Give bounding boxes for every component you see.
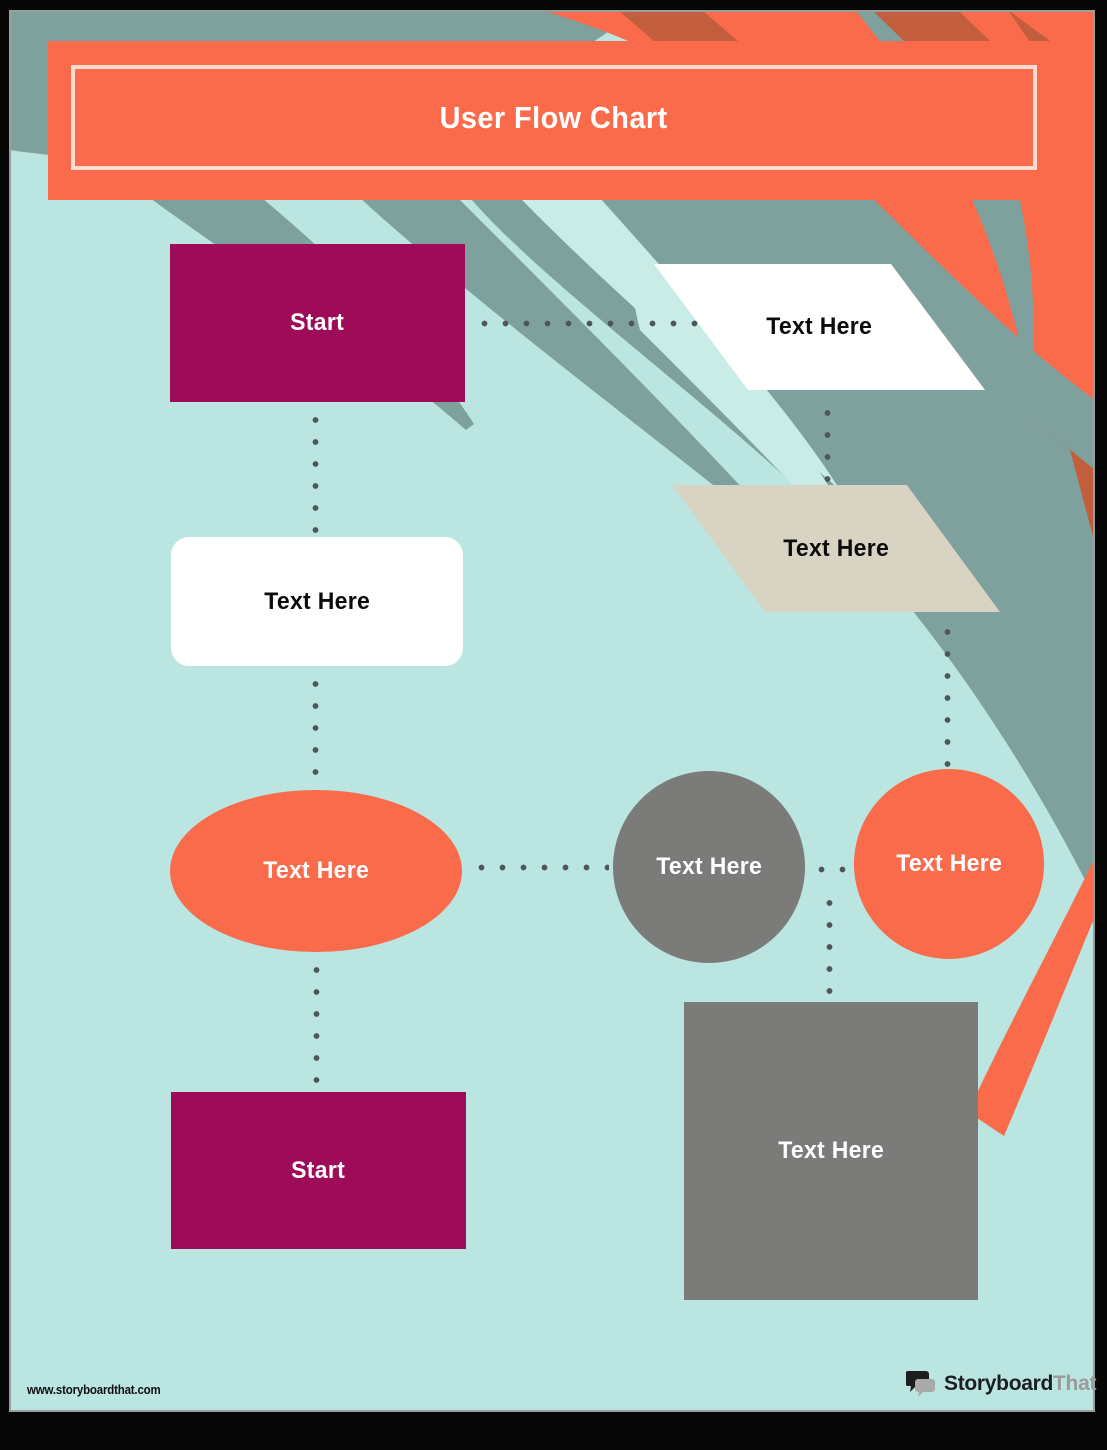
- connector-start-to-process: [312, 405, 319, 535]
- page-title: User Flow Chart: [439, 99, 669, 135]
- connector-ellipse-to-circle: [467, 864, 609, 871]
- node-label: Start: [291, 1156, 346, 1184]
- connector-process-to-ellipse: [312, 669, 319, 787]
- node-circle-orange[interactable]: Text Here: [854, 769, 1044, 959]
- node-circle-gray[interactable]: Text Here: [613, 771, 805, 963]
- logo-text-primary: Storyboard: [944, 1372, 1054, 1395]
- node-label: Start: [290, 309, 345, 336]
- title-banner: User Flow Chart: [71, 65, 1037, 170]
- node-ellipse[interactable]: Text Here: [170, 790, 462, 952]
- node-label: Text Here: [783, 534, 889, 562]
- connector-io-to-circle: [944, 617, 951, 767]
- node-label: Text Here: [263, 857, 369, 884]
- node-label: Text Here: [264, 587, 370, 615]
- node-start-bottom[interactable]: Start: [171, 1092, 466, 1249]
- node-start-top[interactable]: Start: [170, 244, 465, 402]
- connector-io-to-io: [824, 398, 831, 483]
- node-label: Text Here: [778, 1137, 884, 1164]
- connector-start-to-io: [470, 320, 702, 327]
- connector-circle-to-square: [826, 888, 833, 1000]
- logo-text-secondary: That: [1053, 1372, 1097, 1395]
- footer-url: www.storyboardthat.com: [27, 1383, 161, 1397]
- logo-wordmark: StoryboardThat: [944, 1372, 1096, 1396]
- node-label: Text Here: [656, 853, 762, 880]
- node-label: Text Here: [766, 313, 873, 340]
- connector-ellipse-to-start2: [313, 955, 320, 1089]
- node-label: Text Here: [896, 850, 1002, 877]
- node-square-gray[interactable]: Text Here: [684, 1002, 978, 1300]
- speech-bubbles-icon: [905, 1369, 938, 1399]
- node-process-white[interactable]: Text Here: [171, 537, 463, 666]
- storyboardthat-logo[interactable]: StoryboardThat: [905, 1369, 1096, 1399]
- connector-circle-to-circle: [807, 866, 853, 873]
